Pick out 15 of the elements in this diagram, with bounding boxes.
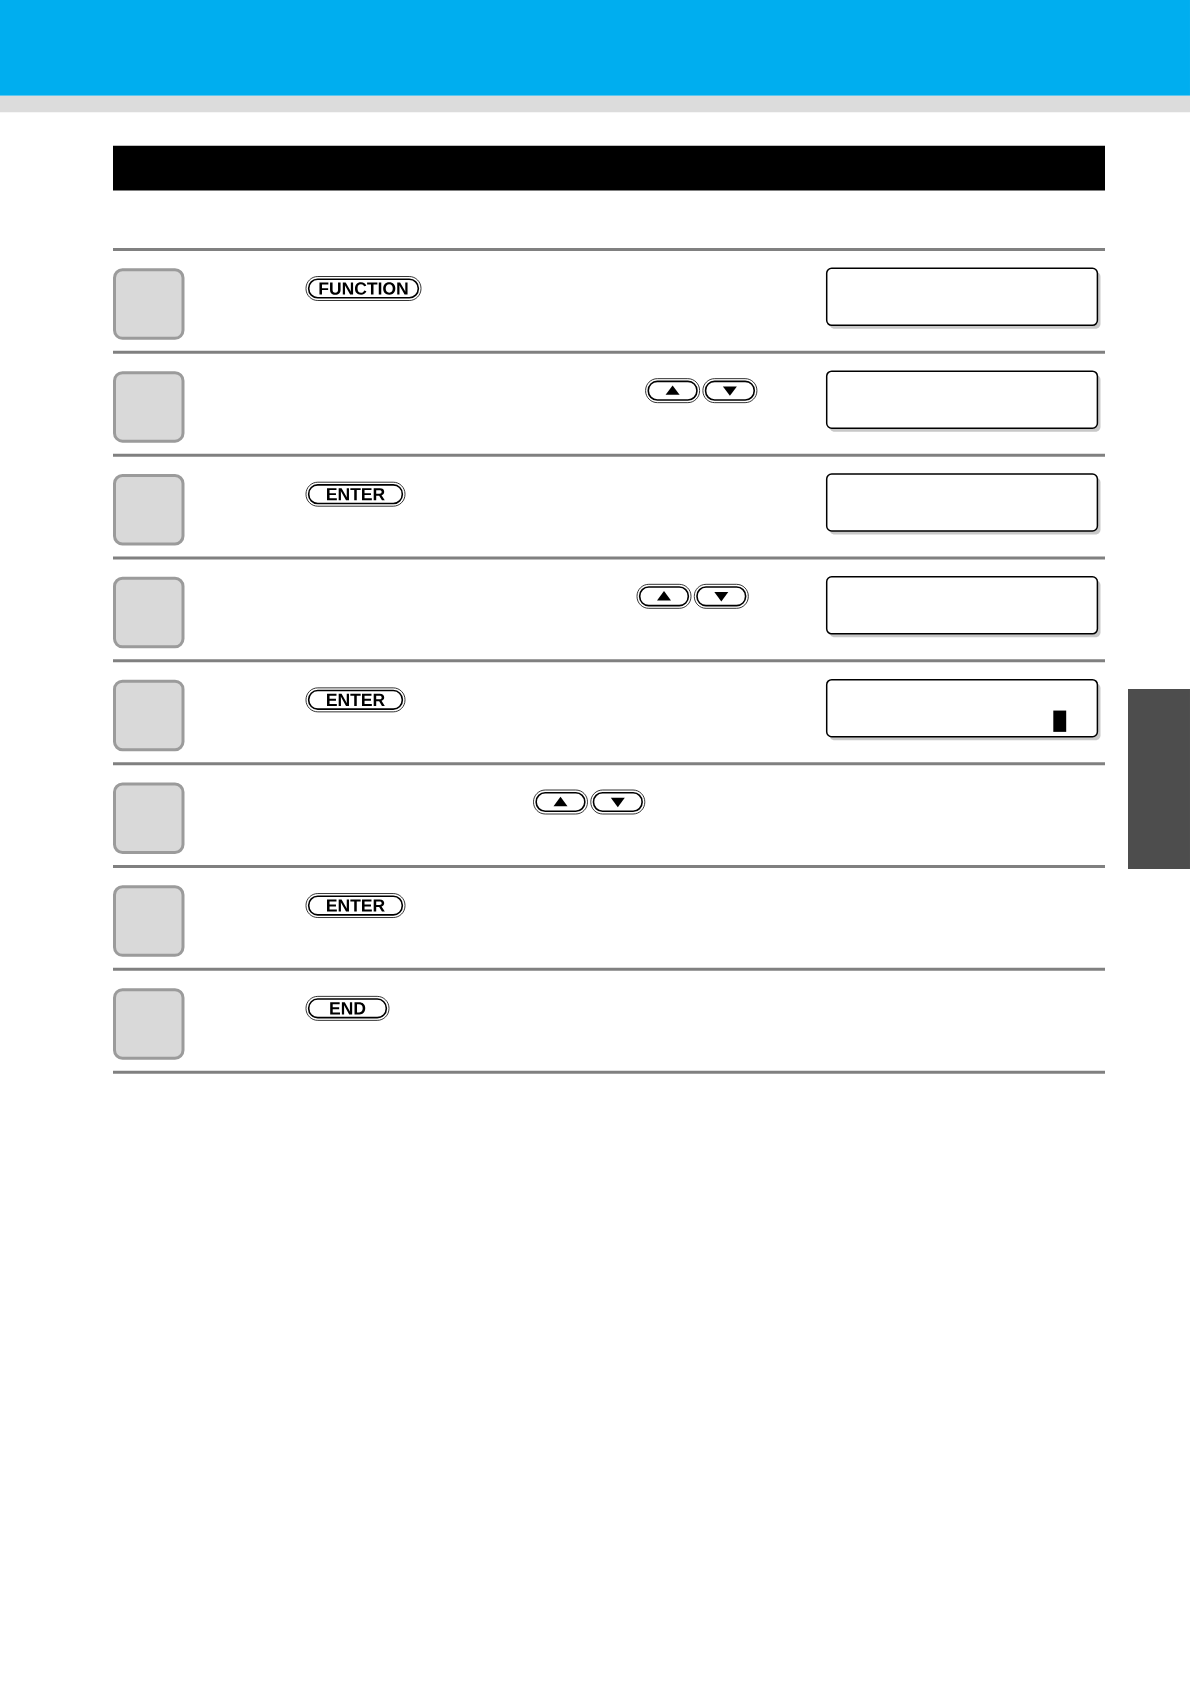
step-number-box bbox=[113, 885, 185, 957]
step-number-box bbox=[113, 576, 185, 649]
title-bar bbox=[113, 145, 1105, 191]
step-number-box bbox=[113, 782, 185, 854]
key-button: END bbox=[305, 995, 390, 1021]
key-button: ENTER bbox=[305, 687, 406, 713]
key-button: FUNCTION bbox=[305, 276, 422, 301]
key-button: ENTER bbox=[305, 481, 406, 507]
key-button: ENTER bbox=[305, 893, 406, 918]
step-number-box bbox=[113, 988, 185, 1060]
step-number-box bbox=[113, 474, 185, 546]
step-number-box bbox=[113, 679, 185, 752]
step-number-box bbox=[113, 371, 185, 443]
side-tab bbox=[1128, 689, 1190, 869]
step-number-box bbox=[113, 268, 185, 340]
